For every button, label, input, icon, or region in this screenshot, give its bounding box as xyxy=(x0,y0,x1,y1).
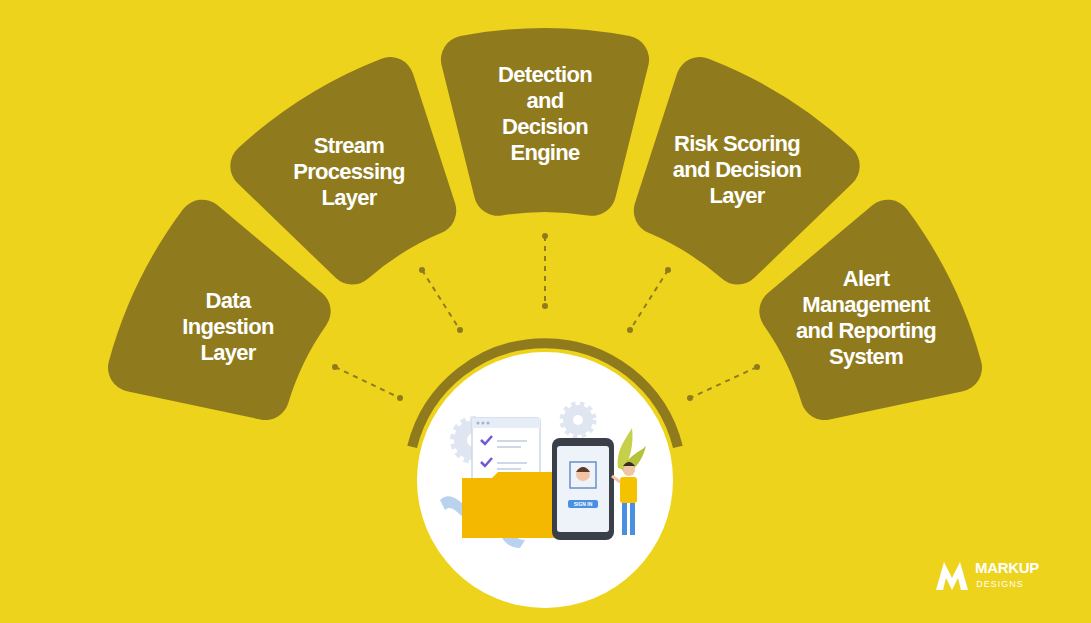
petal-text-group: Alert Management and Reporting System xyxy=(786,266,946,370)
text-lines xyxy=(497,441,527,469)
window-dot xyxy=(487,422,490,425)
window-dot xyxy=(482,422,485,425)
leader-dot xyxy=(457,327,463,333)
person-body xyxy=(620,477,637,503)
person-hair xyxy=(623,462,635,466)
person-arm xyxy=(612,476,620,482)
leader-dot xyxy=(332,364,338,370)
logo-mark xyxy=(936,562,968,590)
checkmarks xyxy=(481,436,492,466)
face-frame xyxy=(570,462,596,488)
watermark-text: MARKUP xyxy=(975,559,1039,576)
petal-box: Detection and Decision Engine xyxy=(433,26,657,222)
petal-label: Alert Management and Reporting System xyxy=(786,266,946,370)
gear-icon xyxy=(563,405,593,435)
petal-text-group: Detection and Decision Engine xyxy=(489,62,601,166)
leader-line xyxy=(335,367,400,398)
button-text: SIGN IN xyxy=(574,501,593,507)
signin-button xyxy=(568,500,598,508)
leader-dot xyxy=(754,364,760,370)
person-leg xyxy=(630,503,635,535)
gear-hole xyxy=(573,415,583,425)
petal-text-group: Data Ingestion Layer xyxy=(172,288,284,366)
leader-dot xyxy=(419,267,425,273)
leader-line xyxy=(422,270,460,330)
center-circle xyxy=(417,352,673,608)
leader-dot xyxy=(542,303,548,309)
leader-dot xyxy=(687,395,693,401)
petal-box: Alert Management and Reporting System xyxy=(748,187,990,427)
petal-label: Detection and Decision Engine xyxy=(489,62,601,166)
petal-label: Data Ingestion Layer xyxy=(172,288,284,366)
leader-line xyxy=(544,236,546,306)
leader-line xyxy=(630,270,668,330)
person-leg xyxy=(622,503,627,535)
leader-dot xyxy=(665,267,671,273)
watermark-text: DESIGNS xyxy=(976,579,1024,589)
window-dot xyxy=(477,422,480,425)
hair-icon xyxy=(576,467,590,472)
phone-screen xyxy=(557,446,609,532)
illustration xyxy=(440,405,646,548)
leader-dot xyxy=(627,327,633,333)
petal-text-group: Stream Processing Layer xyxy=(284,133,414,211)
petal-label: Risk Scoring and Decision Layer xyxy=(667,131,807,209)
phone-body xyxy=(552,438,614,540)
face-icon xyxy=(576,467,590,481)
petal-shape xyxy=(441,28,649,216)
petal-label: Stream Processing Layer xyxy=(284,133,414,211)
window-bar xyxy=(472,418,540,428)
leader-line xyxy=(690,367,757,398)
leader-dot xyxy=(397,395,403,401)
folder-icon xyxy=(462,472,554,538)
leader-dot xyxy=(542,233,548,239)
petal-text-group: Risk Scoring and Decision Layer xyxy=(667,131,807,209)
petal-shape xyxy=(759,200,982,420)
petal-shape xyxy=(230,57,456,285)
petal-box: Stream Processing Layer xyxy=(217,48,465,296)
